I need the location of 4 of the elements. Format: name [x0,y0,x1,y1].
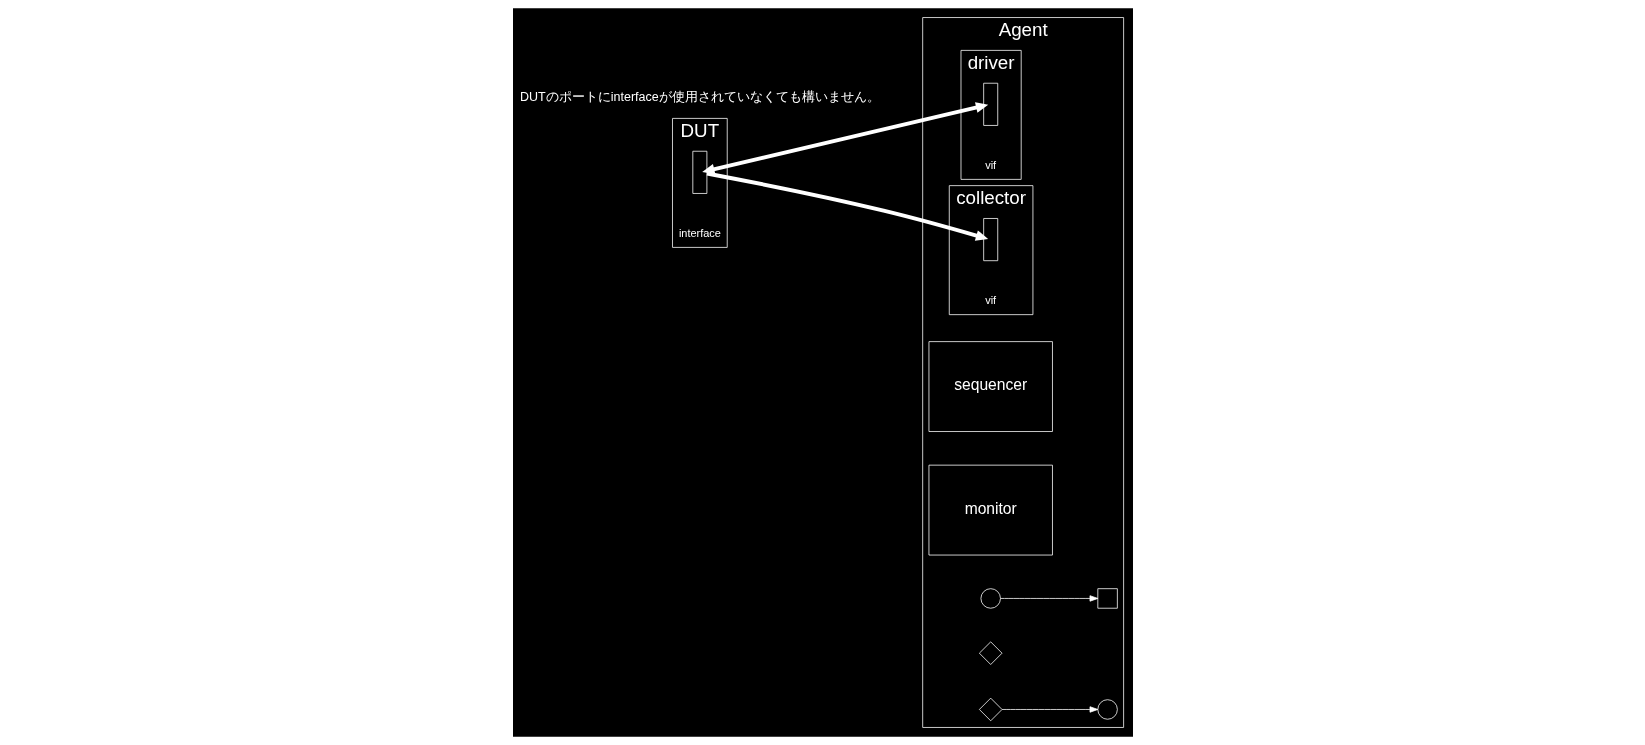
node-label: interface [678,227,721,240]
label: DUTのポートにinterfaceが使用されていなくても構いません。 [519,90,880,105]
node-label: vif [984,158,996,171]
node-label: vif [984,294,996,307]
